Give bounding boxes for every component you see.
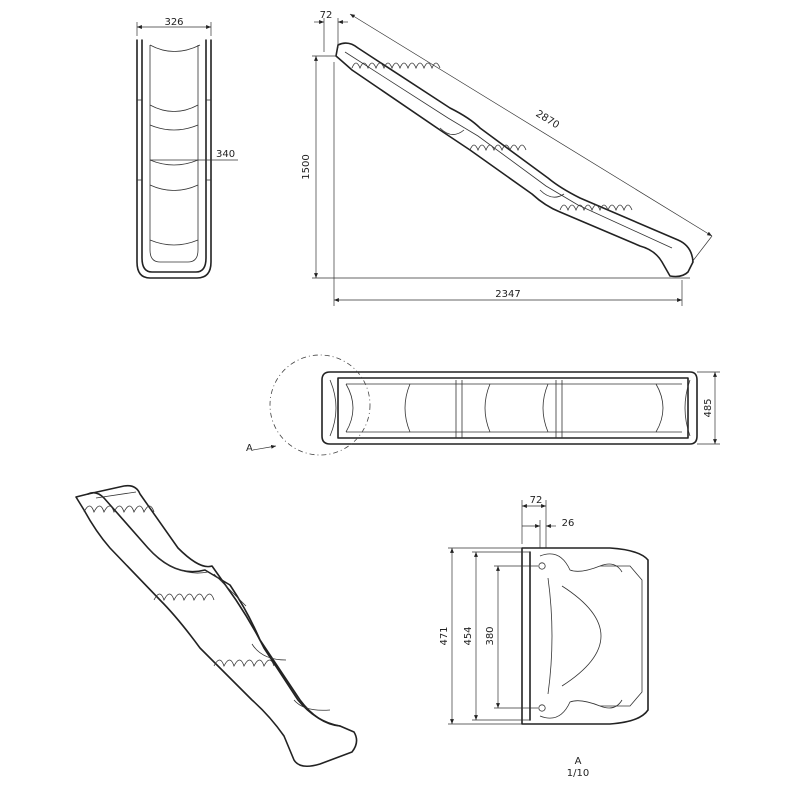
- side-view: [312, 13, 713, 306]
- dim-depth: 2347: [495, 289, 520, 300]
- front-view: [136, 22, 238, 279]
- perspective-view: [75, 484, 358, 768]
- dim-detail-26: 26: [562, 518, 575, 529]
- detail-view-a: [448, 500, 649, 725]
- dim-detail-380: 380: [485, 626, 496, 645]
- dim-step-72: 72: [320, 10, 333, 21]
- dim-length: 2870: [534, 109, 561, 132]
- dim-side-width: 485: [703, 398, 714, 417]
- dim-detail-454: 454: [463, 626, 474, 645]
- dim-detail-72: 72: [530, 495, 543, 506]
- dim-height: 1500: [301, 154, 312, 179]
- detail-label: A: [575, 756, 582, 767]
- dim-detail-471: 471: [439, 626, 450, 645]
- detail-marker: A: [246, 443, 253, 454]
- top-view: [252, 354, 720, 456]
- dim-chute-width: 340: [216, 149, 235, 160]
- dim-top-width: 326: [164, 17, 183, 28]
- detail-scale: 1/10: [567, 768, 589, 779]
